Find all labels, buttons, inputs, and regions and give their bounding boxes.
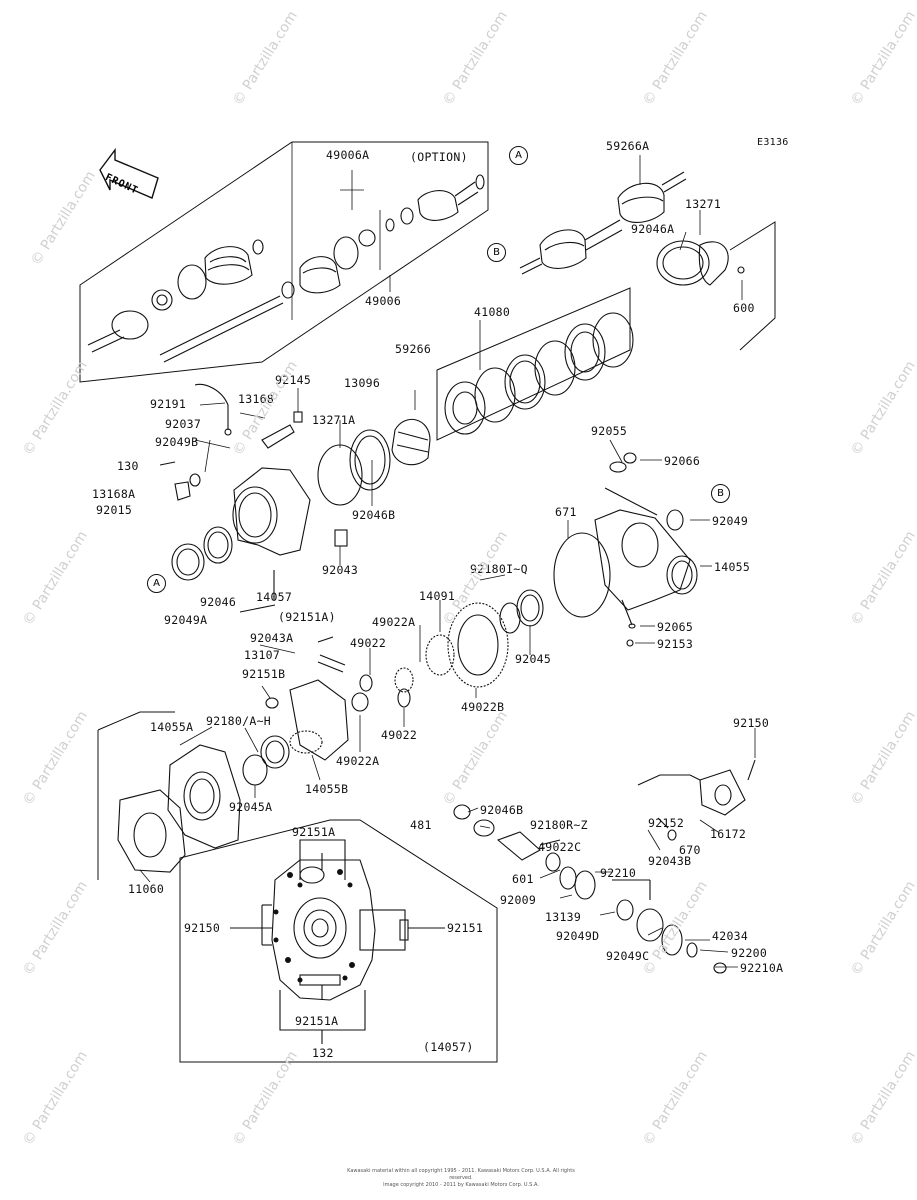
part-label[interactable]: 92043A bbox=[250, 631, 294, 645]
part-label[interactable]: 13168 bbox=[238, 392, 275, 406]
part-label[interactable]: 49006A bbox=[326, 148, 370, 162]
part-label[interactable]: 92210 bbox=[600, 866, 637, 880]
part-label[interactable]: 92046 bbox=[200, 595, 237, 609]
copyright-line: Image copyright 2010 - 2011 by Kawasaki … bbox=[383, 1182, 539, 1188]
part-label[interactable]: 59266 bbox=[395, 342, 432, 356]
part-label[interactable]: 92037 bbox=[165, 417, 202, 431]
part-label[interactable]: 92049B bbox=[155, 435, 199, 449]
front-arrow-icon bbox=[99, 147, 159, 199]
part-label[interactable]: 14055 bbox=[714, 560, 751, 574]
part-label[interactable]: 92151B bbox=[242, 667, 286, 681]
axle-left-assembly bbox=[87, 239, 284, 363]
middle-gears bbox=[242, 589, 544, 786]
axle-right-assembly bbox=[519, 171, 745, 286]
part-label[interactable]: 671 bbox=[555, 505, 577, 519]
gear-case-detail-outline bbox=[179, 819, 498, 1063]
part-label[interactable]: 13271 bbox=[685, 197, 722, 211]
callout-b-axle: B bbox=[487, 243, 506, 262]
callout-a-top: A bbox=[509, 146, 528, 165]
part-label[interactable]: 92200 bbox=[731, 946, 768, 960]
shift-actuator bbox=[637, 759, 756, 841]
part-label[interactable]: 49022 bbox=[381, 728, 418, 742]
part-label[interactable]: 13168A bbox=[92, 487, 136, 501]
part-label[interactable]: 49006 bbox=[365, 294, 402, 308]
part-label[interactable]: 41080 bbox=[474, 305, 511, 319]
part-label[interactable]: 11060 bbox=[128, 882, 165, 896]
part-label[interactable]: 92043 bbox=[322, 563, 359, 577]
part-label[interactable]: 92180I~Q bbox=[470, 562, 528, 576]
part-label[interactable]: 13271A bbox=[312, 413, 356, 427]
lower-left-housing bbox=[117, 744, 241, 873]
part-label[interactable]: 92049C bbox=[606, 949, 650, 963]
part-label[interactable]: 13096 bbox=[344, 376, 381, 390]
callout-a-left: A bbox=[147, 574, 166, 593]
clutch-plate-group-outline bbox=[436, 287, 631, 441]
part-label[interactable]: 49022B bbox=[461, 700, 505, 714]
part-label[interactable]: 92046A bbox=[631, 222, 675, 236]
part-label[interactable]: 59266A bbox=[606, 139, 650, 153]
part-label[interactable]: 42034 bbox=[712, 929, 749, 943]
part-label[interactable]: 16172 bbox=[710, 827, 747, 841]
part-label[interactable]: 92210A bbox=[740, 961, 784, 975]
part-label[interactable]: 92046B bbox=[480, 803, 524, 817]
part-label[interactable]: 49022A bbox=[372, 615, 416, 629]
section-label: (14057) bbox=[423, 1040, 474, 1054]
gear-case bbox=[230, 839, 445, 1044]
copyright-footer: Kawasaki material within all copyright 1… bbox=[346, 1168, 576, 1189]
part-label[interactable]: 92055 bbox=[591, 424, 628, 438]
part-label[interactable]: 130 bbox=[117, 459, 139, 473]
part-label[interactable]: 92045A bbox=[229, 800, 273, 814]
part-label[interactable]: 92152 bbox=[648, 816, 685, 830]
part-label[interactable]: 92150 bbox=[184, 921, 221, 935]
part-label[interactable]: 92191 bbox=[150, 397, 187, 411]
part-label[interactable]: 92153 bbox=[657, 637, 694, 651]
part-label[interactable]: 92046B bbox=[352, 508, 396, 522]
part-label[interactable]: 92180R~Z bbox=[530, 818, 588, 832]
part-label[interactable]: 92015 bbox=[96, 503, 133, 517]
part-label[interactable]: 92145 bbox=[275, 373, 312, 387]
part-label[interactable]: 92151 bbox=[447, 921, 484, 935]
diagram-code: E3136 bbox=[757, 137, 789, 148]
copyright-line: Kawasaki material within all copyright 1… bbox=[347, 1168, 575, 1181]
part-label[interactable]: 92065 bbox=[657, 620, 694, 634]
callout-b-right: B bbox=[711, 484, 730, 503]
part-label[interactable]: 14055A bbox=[150, 720, 194, 734]
part-label[interactable]: 14057 bbox=[256, 590, 293, 604]
part-label[interactable]: 92151A bbox=[292, 825, 336, 839]
part-label[interactable]: 13107 bbox=[244, 648, 281, 662]
part-label[interactable]: 92049D bbox=[556, 929, 600, 943]
part-label[interactable]: 92151A bbox=[295, 1014, 339, 1028]
part-label[interactable]: 92180/A~H bbox=[206, 714, 272, 728]
part-label[interactable]: 600 bbox=[733, 301, 755, 315]
part-label[interactable]: 132 bbox=[312, 1046, 334, 1060]
clutch-plates bbox=[444, 312, 634, 435]
part-label[interactable]: (92151A) bbox=[278, 610, 336, 624]
part-label[interactable]: 92049A bbox=[164, 613, 208, 627]
part-label[interactable]: 13139 bbox=[545, 910, 582, 924]
part-label[interactable]: 92045 bbox=[515, 652, 552, 666]
part-label[interactable]: 49022A bbox=[336, 754, 380, 768]
leader-lines bbox=[139, 155, 756, 968]
axle-middle-assembly bbox=[281, 174, 485, 299]
part-label[interactable]: 92049 bbox=[712, 514, 749, 528]
part-label[interactable]: 92043B bbox=[648, 854, 692, 868]
part-label[interactable]: 49022C bbox=[538, 840, 582, 854]
part-label[interactable]: 14091 bbox=[419, 589, 456, 603]
part-label[interactable]: 601 bbox=[512, 872, 534, 886]
pinion-parts bbox=[453, 804, 727, 974]
part-label[interactable]: 670 bbox=[679, 843, 701, 857]
part-label[interactable]: 14055B bbox=[305, 782, 349, 796]
part-label[interactable]: 92150 bbox=[733, 716, 770, 730]
right-housing-parts bbox=[553, 452, 698, 647]
option-label: (OPTION) bbox=[410, 150, 468, 164]
part-label[interactable]: 92009 bbox=[500, 893, 537, 907]
part-label[interactable]: 49022 bbox=[350, 636, 387, 650]
part-label[interactable]: 92066 bbox=[664, 454, 701, 468]
part-label[interactable]: 481 bbox=[410, 818, 432, 832]
